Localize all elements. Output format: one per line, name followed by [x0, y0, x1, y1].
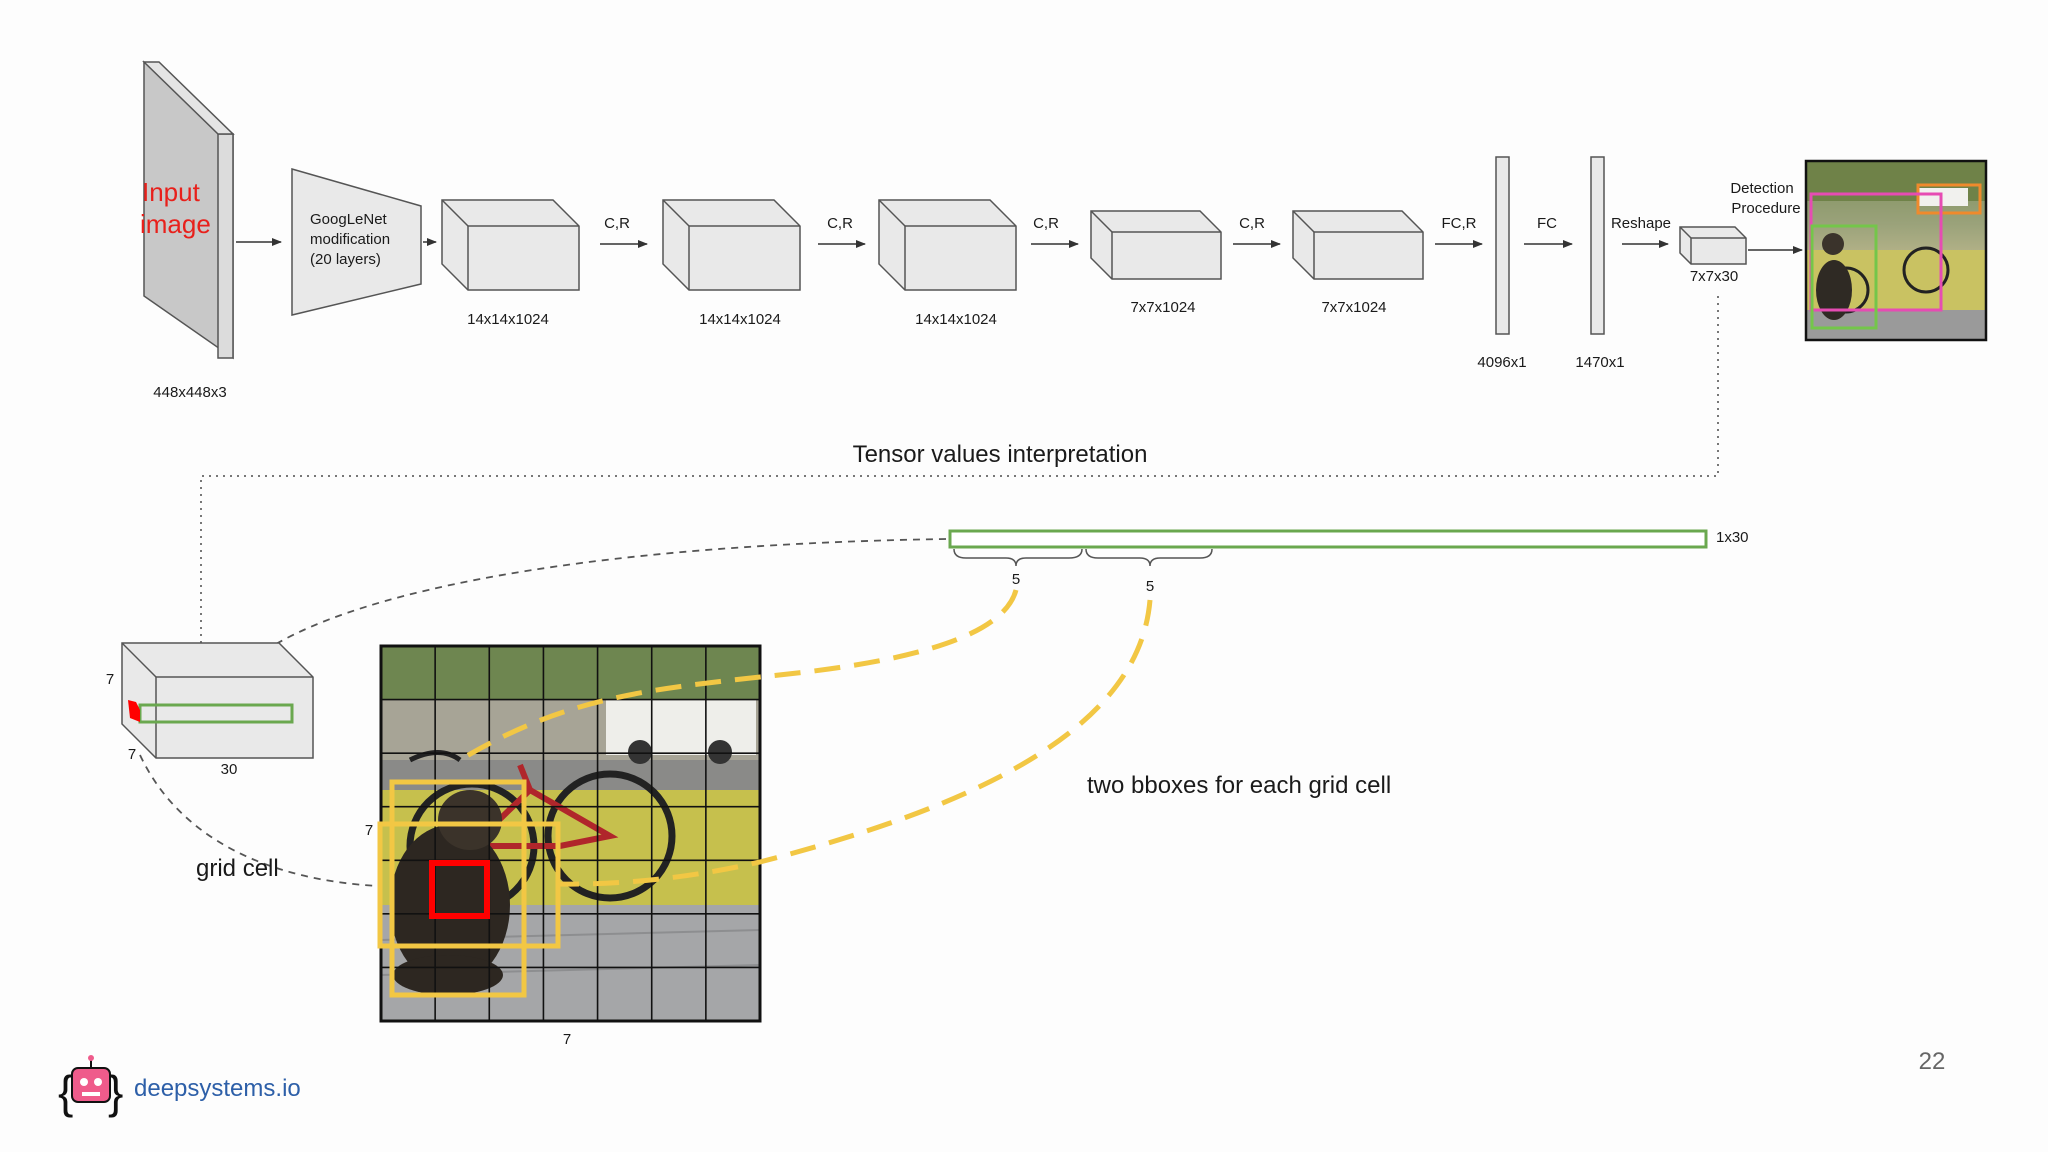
conv-block-3 [878, 199, 1017, 291]
grid-cell-label: grid cell [196, 855, 279, 882]
googlenet-trapezoid [291, 168, 422, 316]
page-number: 22 [1919, 1048, 1946, 1075]
input-dims-label: 448x448x3 [153, 384, 226, 401]
fc1-op: FC [1537, 215, 1557, 232]
fc2-bar [1590, 156, 1605, 335]
conv-block-1-op: C,R [604, 215, 630, 232]
vector-dims-label: 1x30 [1716, 529, 1749, 546]
bbox-dashed-curve-2 [559, 599, 1153, 887]
bbox-yellow-2 [377, 821, 561, 949]
fc2-dims-label: 1470x1 [1575, 354, 1624, 371]
googlenet-label-3: (20 layers) [310, 251, 381, 268]
interpretation-title: Tensor values interpretation [853, 441, 1148, 468]
conv-block-1-dims: 14x14x1024 [467, 311, 549, 328]
grid-side-label: 7 [365, 822, 373, 839]
conv-block-5 [1292, 210, 1424, 280]
tensor-side-label-a: 7 [106, 671, 114, 688]
grid-cell-dashed-curve [139, 754, 379, 887]
tensor-grid-cell-red [128, 700, 140, 722]
tensor-side-label-b: 7 [128, 746, 136, 763]
conv-block-5-dims: 7x7x1024 [1321, 299, 1386, 316]
conv-block-2-op: C,R [827, 215, 853, 232]
conv-block-4 [1090, 210, 1222, 280]
googlenet-label-1: GoogLeNet [310, 211, 388, 228]
bbox-yellow-1 [389, 779, 527, 998]
output-vector-bar [948, 529, 1708, 549]
detection-result-image [1804, 159, 1988, 342]
conv-block-5-op: FC,R [1442, 215, 1477, 232]
output-tensor-box [1679, 226, 1747, 265]
brace-second-box [1085, 548, 1213, 567]
conv-block-1 [441, 199, 580, 291]
input-image-label-line1: Input [142, 177, 201, 207]
brace-first-box [953, 548, 1083, 567]
deepsystems-logo-icon: { } [58, 1055, 123, 1118]
detection-label-2: Procedure [1731, 200, 1800, 217]
bbox-dashed-curve-1 [458, 589, 1019, 763]
bbox-caption: two bboxes for each grid cell [1087, 772, 1391, 799]
grid-cell-red-box [429, 860, 490, 919]
conv-block-3-op: C,R [1033, 215, 1059, 232]
googlenet-label-2: modification [310, 231, 390, 248]
conv-block-4-dims: 7x7x1024 [1130, 299, 1195, 316]
output-dims: 7x7x30 [1690, 268, 1738, 285]
brace-first-label: 5 [1012, 571, 1020, 588]
conv-block-2-dims: 14x14x1024 [699, 311, 781, 328]
reshape-op: Reshape [1611, 215, 1671, 232]
brand-name: deepsystems.io [134, 1075, 301, 1102]
conv-block-3-dims: 14x14x1024 [915, 311, 997, 328]
tensor-7x7x30-box [121, 642, 314, 759]
grid-bottom-label: 7 [563, 1031, 571, 1048]
input-image-slab [142, 60, 235, 360]
conv-block-2 [662, 199, 801, 291]
brace-second-label: 5 [1146, 578, 1154, 595]
svg-text:}: } [108, 1066, 123, 1118]
interpretation-dotted-connector [200, 296, 1719, 643]
svg-text:{: { [58, 1066, 73, 1118]
fc1-bar [1495, 156, 1510, 335]
grid-photo [380, 646, 761, 1021]
detection-label-1: Detection [1730, 180, 1793, 197]
vector-to-tensor-dashed-curve [215, 538, 947, 703]
tensor-depth-label: 30 [221, 761, 238, 778]
conv-block-4-op: C,R [1239, 215, 1265, 232]
fc1-dims: 4096x1 [1477, 354, 1526, 371]
input-image-label-line2: image [140, 209, 211, 239]
